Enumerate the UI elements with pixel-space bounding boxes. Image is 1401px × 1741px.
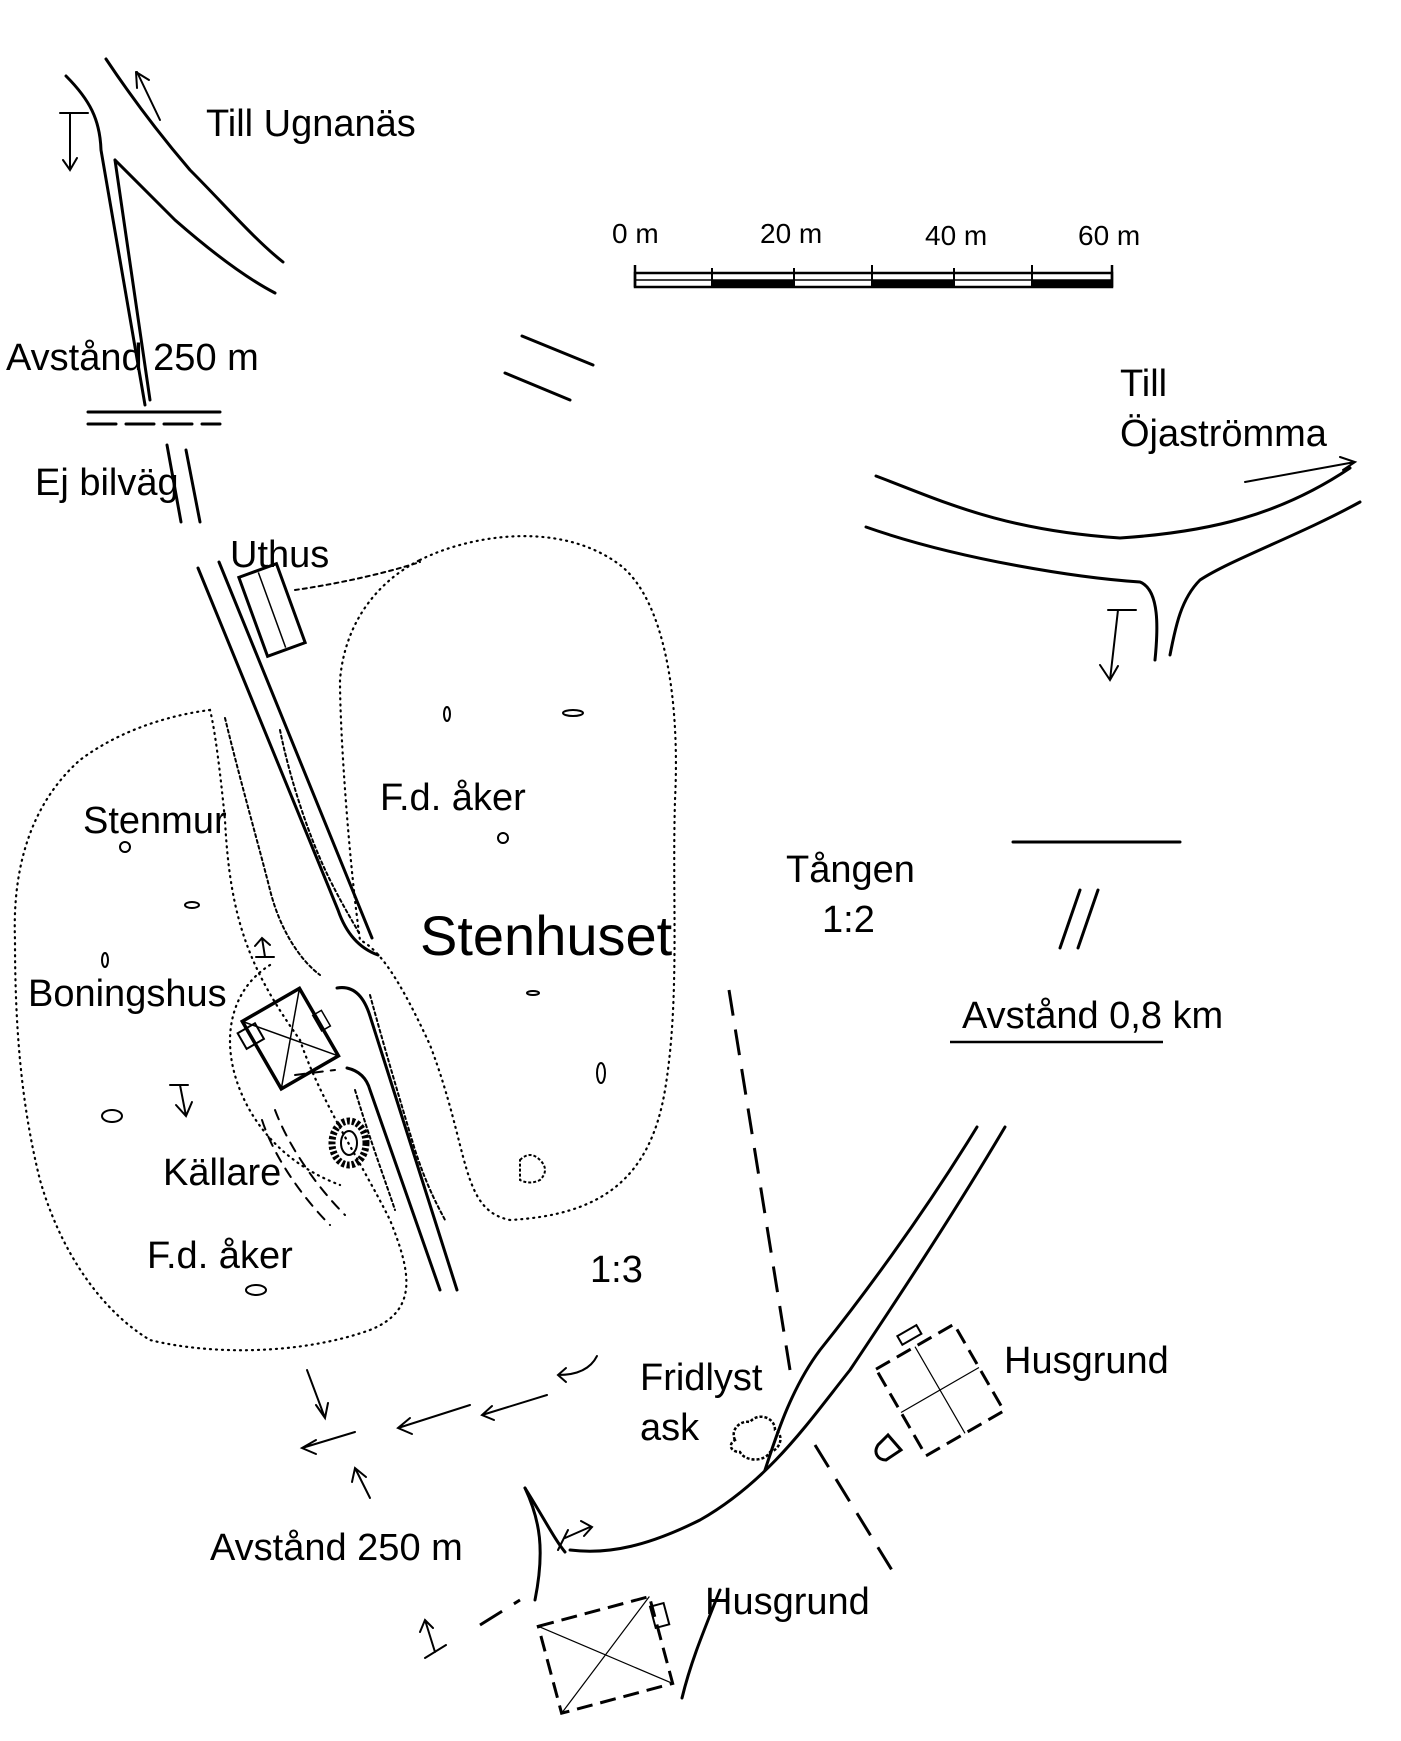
label-stenmur: Stenmur	[83, 800, 227, 842]
road-south	[479, 989, 1007, 1700]
scale-bar: 0 m 20 m 40 m 60 m	[612, 218, 1140, 289]
scale-tick-20: 20 m	[760, 218, 822, 249]
inner-dotted-boundary	[228, 963, 342, 1187]
stenmur-lines	[224, 561, 446, 1221]
scale-tick-60: 60 m	[1078, 220, 1140, 251]
label-husgrund-east: Husgrund	[1004, 1340, 1169, 1382]
label-kallare: Källare	[163, 1152, 281, 1194]
road-main	[196, 560, 459, 1292]
husgrund-east-feature	[874, 1432, 904, 1462]
label-tangen-ratio: 1:2	[822, 899, 875, 941]
label-till: Till	[1120, 363, 1167, 405]
label-husgrund-south: Husgrund	[705, 1581, 870, 1623]
label-till-ugnanas: Till Ugnanäs	[206, 103, 416, 145]
area-fd-aker-east	[338, 535, 678, 1222]
uthus-building	[236, 561, 308, 659]
boningshus-building	[236, 985, 341, 1092]
husgrund-south-foundation	[536, 1594, 675, 1716]
house-path	[261, 1069, 346, 1226]
scale-tick-0: 0 m	[612, 218, 659, 249]
label-fridlyst: Fridlyst	[640, 1357, 763, 1399]
label-fd-aker-east: F.d. åker	[380, 777, 526, 819]
label-uthus: Uthus	[230, 534, 329, 576]
kallare-structure	[328, 1117, 370, 1169]
road-east	[864, 466, 1362, 662]
label-tangen: Tången	[786, 849, 915, 891]
stones	[101, 706, 606, 1296]
label-avstand-km: Avstånd 0,8 km	[962, 995, 1223, 1037]
label-fd-aker-west: F.d. åker	[147, 1235, 293, 1277]
label-ratio-13: 1:3	[590, 1249, 643, 1291]
road-north	[64, 57, 285, 524]
label-ojastromma: Öjaströmma	[1120, 413, 1328, 455]
area-fd-aker-west	[13, 708, 408, 1352]
label-avstand-top: Avstånd 250 m	[6, 337, 259, 379]
husgrund-east-foundation	[873, 1322, 1007, 1458]
ask-tree-icon	[729, 1415, 782, 1461]
arrow-icons	[59, 71, 1358, 1659]
label-ask: ask	[640, 1407, 700, 1449]
label-boningshus: Boningshus	[28, 973, 227, 1015]
scale-tick-40: 40 m	[925, 220, 987, 251]
label-avstand-bottom: Avstånd 250 m	[210, 1527, 463, 1569]
label-ej-bilvag: Ej bilväg	[35, 462, 179, 504]
page-title: Stenhuset	[420, 904, 673, 967]
break-marks	[86, 334, 1182, 950]
